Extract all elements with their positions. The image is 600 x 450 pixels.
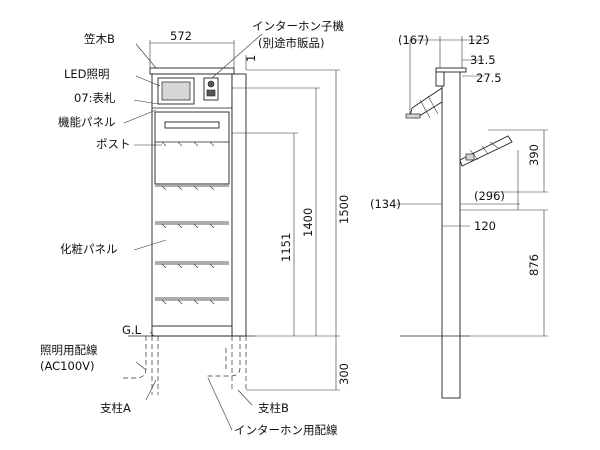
label-intercom-note: (別途市販品) bbox=[258, 36, 324, 50]
label-decor-panel: 化粧パネル bbox=[60, 242, 118, 256]
dim-side-125: 125 bbox=[468, 33, 490, 47]
dim-300: 300 bbox=[337, 363, 351, 385]
dim-top-small: 1 bbox=[244, 55, 258, 62]
front-dimensions: 572 1 1151 1400 1500 300 bbox=[149, 29, 351, 391]
label-light-wiring-voltage: (AC100V) bbox=[40, 359, 95, 373]
label-kasagi: 笠木B bbox=[84, 32, 115, 46]
dim-width: 572 bbox=[170, 29, 192, 43]
label-pillar-b: 支柱B bbox=[258, 401, 289, 415]
led-light-lens bbox=[161, 81, 191, 101]
dim-1151: 1151 bbox=[279, 233, 293, 262]
intercom-button bbox=[206, 89, 216, 97]
side-pillar bbox=[441, 69, 461, 399]
label-intercom: インターホン子機 bbox=[252, 19, 344, 33]
intercom-camera bbox=[207, 80, 215, 88]
kasagi-cap bbox=[149, 67, 235, 75]
label-light-wiring: 照明用配線 bbox=[40, 343, 98, 357]
side-flap-upper bbox=[409, 87, 443, 119]
front-view bbox=[120, 67, 255, 395]
label-intercom-wiring: インターホン用配線 bbox=[234, 423, 338, 437]
dim-1500: 1500 bbox=[337, 195, 351, 224]
decor-slats bbox=[161, 141, 215, 305]
label-function-panel: 機能パネル bbox=[58, 115, 116, 129]
dim-side-167: (167) bbox=[398, 33, 429, 47]
dim-side-27-5: 27.5 bbox=[476, 71, 502, 85]
dim-side-120: 120 bbox=[474, 219, 496, 233]
post-slot bbox=[164, 121, 220, 129]
label-nameplate: 07:表札 bbox=[74, 91, 116, 105]
front-leaders bbox=[123, 33, 263, 431]
pillar-b-side bbox=[231, 73, 247, 337]
decor-louvers bbox=[155, 183, 229, 301]
label-gl: G.L bbox=[122, 323, 142, 337]
dim-side-876: 876 bbox=[527, 254, 541, 276]
label-pillar-a: 支柱A bbox=[100, 401, 131, 415]
label-led: LED照明 bbox=[64, 67, 110, 81]
label-post: ポスト bbox=[96, 137, 131, 151]
dim-side-390: 390 bbox=[527, 144, 541, 166]
side-led-head bbox=[435, 71, 445, 87]
dim-1400: 1400 bbox=[301, 208, 315, 237]
side-dimensions: (167) 125 31.5 27.5 390 (134) (296) 120 … bbox=[370, 33, 548, 337]
dim-side-31-5: 31.5 bbox=[470, 53, 496, 67]
dim-side-134: (134) bbox=[370, 197, 401, 211]
dim-side-296: (296) bbox=[474, 189, 505, 203]
side-view bbox=[400, 67, 513, 399]
front-base bbox=[151, 325, 233, 337]
